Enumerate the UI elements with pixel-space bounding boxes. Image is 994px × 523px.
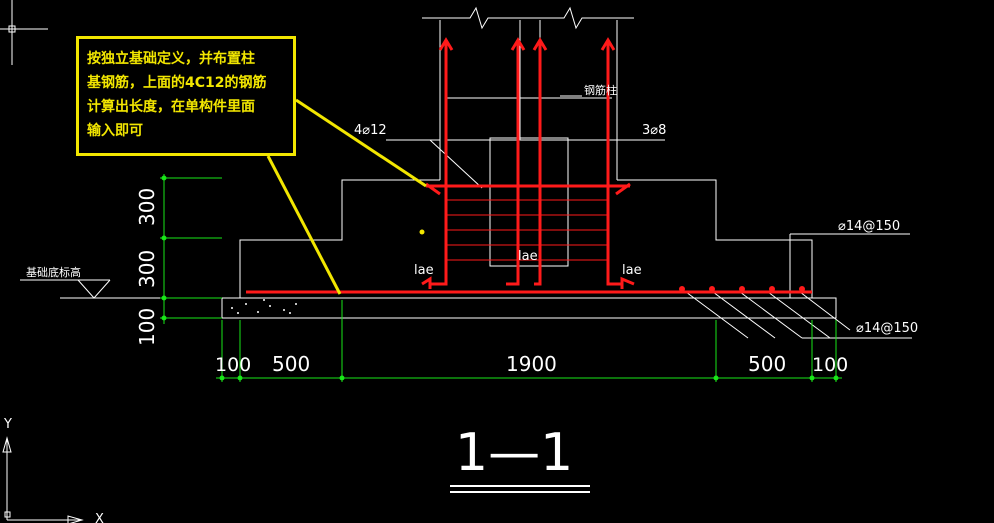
dim-h-1900: 1900 — [506, 352, 557, 376]
label-rebar-bottom: ⌀14@150 — [856, 321, 918, 336]
note-line-2: 基钢筋，上面的4C12的钢筋 — [87, 75, 267, 91]
annotation-labels: 钢筋柱 4⌀12 3⌀8 ⌀14@150 ⌀14@150 lae lae lae… — [26, 83, 918, 336]
note-line-4: 输入即可 — [87, 123, 143, 139]
label-lae-mid: lae — [518, 249, 538, 264]
note-line-3: 计算出长度，在单构件里面 — [87, 99, 255, 115]
dim-v-300-bottom: 300 — [135, 250, 159, 288]
dimension-texts: 100 500 1900 500 100 300 300 100 — [135, 188, 848, 376]
note-leaders — [266, 98, 427, 295]
bottom-rebar-dots — [679, 286, 805, 292]
ucs-icon — [2, 436, 84, 523]
dimension-lines — [160, 174, 842, 382]
label-4c12: 4⌀12 — [354, 123, 387, 138]
marker-dot — [419, 229, 425, 235]
note-box: 按独立基础定义，并布置柱 基钢筋，上面的4C12的钢筋 计算出长度，在单构件里面… — [76, 36, 296, 156]
label-lae-left: lae — [414, 263, 434, 278]
foundation-outline — [20, 6, 912, 339]
dim-h-100-right: 100 — [812, 354, 848, 376]
crosshair-cursor — [0, 0, 48, 65]
axis-x-label: X — [95, 512, 104, 523]
label-rebar-top: ⌀14@150 — [838, 219, 900, 234]
dim-h-500-left: 500 — [272, 352, 310, 376]
dim-h-100-left: 100 — [215, 354, 251, 376]
label-lae-right: lae — [622, 263, 642, 278]
section-title: 1—1 — [455, 423, 573, 483]
rebar-stirrups — [446, 199, 608, 261]
concrete-hatch — [231, 299, 297, 314]
label-column-rebar: 钢筋柱 — [584, 83, 617, 97]
dim-v-100: 100 — [135, 308, 159, 346]
section-title-underline — [450, 485, 590, 493]
rebar-group — [246, 37, 812, 294]
label-3c8: 3⌀8 — [642, 123, 666, 138]
label-base-elevation: 基础底标高 — [26, 265, 81, 279]
dim-v-300-top: 300 — [135, 188, 159, 226]
axis-y-label: Y — [3, 417, 12, 432]
dim-h-500-right: 500 — [748, 352, 786, 376]
note-line-1: 按独立基础定义，并布置柱 — [87, 51, 255, 67]
